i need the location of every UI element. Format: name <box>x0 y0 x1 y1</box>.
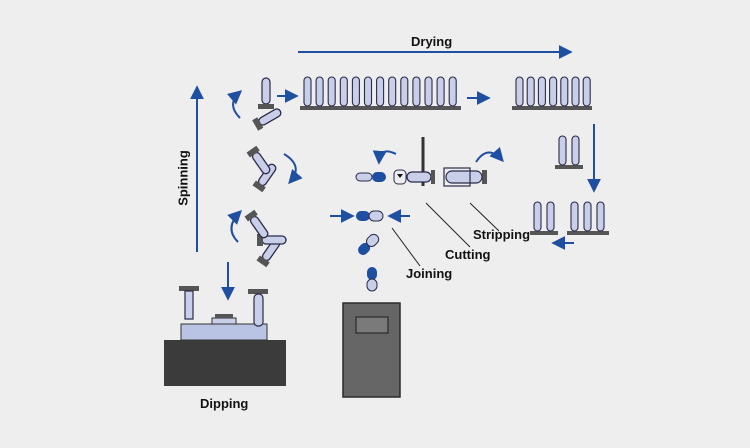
dipping-label: Dipping <box>200 396 249 411</box>
capsule-icon <box>366 267 378 292</box>
drying-rack <box>567 201 609 235</box>
mold-pin-icon <box>412 76 421 107</box>
curved-arrow-icon <box>226 90 243 119</box>
curved-arrow-icon <box>475 146 504 163</box>
mold-pin-icon <box>245 145 274 178</box>
mold-pin-icon <box>179 286 199 320</box>
drying-rack <box>530 201 558 235</box>
mold-pin-icon <box>515 76 524 107</box>
mold-pin-icon <box>388 76 397 107</box>
mold-pin-icon <box>436 76 445 107</box>
dipping-bath <box>164 262 286 386</box>
mold-pin-icon <box>549 76 558 107</box>
mold-pin-icon <box>258 77 274 109</box>
mold-pin-icon <box>251 105 284 132</box>
drying-stage <box>298 45 609 250</box>
spinning-stage <box>190 77 303 268</box>
joining-stage <box>330 209 421 292</box>
curved-arrow-icon <box>372 150 397 165</box>
bath-base <box>164 340 286 386</box>
cutting-stage <box>355 137 471 248</box>
drying-rack <box>512 76 592 110</box>
drying-label: Drying <box>411 34 453 49</box>
mold-pin-icon <box>315 76 324 107</box>
bath-liquid <box>180 323 268 341</box>
mold-pin-icon <box>537 76 546 107</box>
joining-label: Joining <box>406 266 453 281</box>
mold-pin-icon <box>445 170 483 184</box>
capsule-icon <box>358 233 380 255</box>
mold-pin-icon <box>400 76 409 107</box>
mold-pin-icon <box>376 76 385 107</box>
capsule-icon <box>356 211 370 221</box>
mold-pin-icon <box>448 76 457 107</box>
mold-pin-icon <box>327 76 336 107</box>
mold-pin-icon <box>363 76 373 107</box>
mold-pin-icon <box>424 76 433 107</box>
mold-pin-icon <box>351 76 360 107</box>
collection-machine <box>342 302 401 398</box>
stripping-stage <box>443 146 504 232</box>
curved-arrow-icon <box>227 210 242 243</box>
spinning-label: Spinning <box>175 150 191 206</box>
mold-pin-icon <box>339 76 348 107</box>
stripping-label: Stripping <box>473 227 531 242</box>
drying-rack <box>555 135 583 169</box>
curved-arrow-icon <box>283 153 303 185</box>
mold-pin-icon <box>248 289 268 327</box>
capsule-icon <box>372 172 386 182</box>
mold-pin-icon <box>582 76 591 107</box>
mold-pin-icon <box>560 76 569 107</box>
mold-pin-icon <box>303 76 312 107</box>
cutting-label: Cutting <box>445 247 491 262</box>
drying-rack <box>300 76 461 110</box>
mold-pin-icon <box>571 76 580 107</box>
mold-pin-icon <box>526 76 535 107</box>
